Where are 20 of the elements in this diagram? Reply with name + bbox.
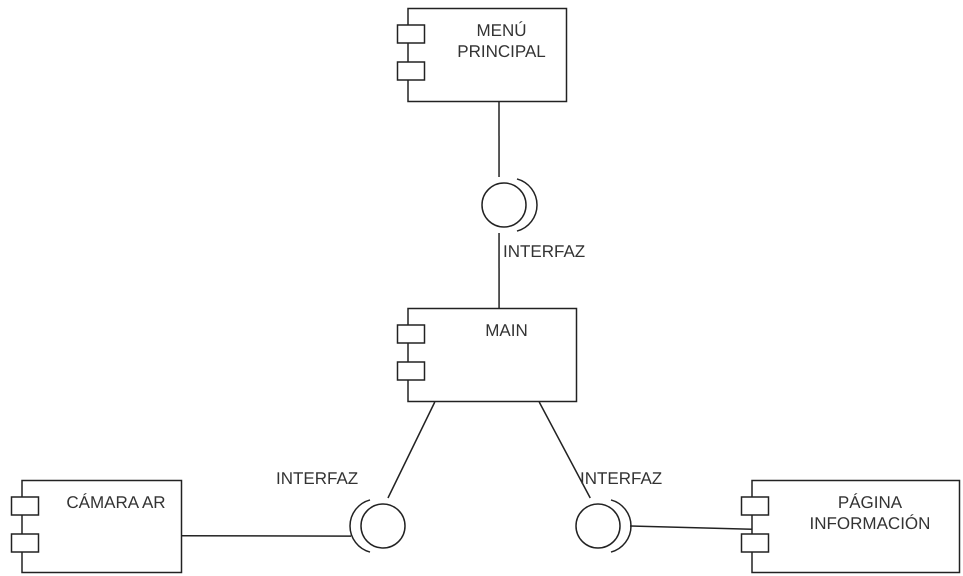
component-name: PÁGINA INFORMACIÓN — [808, 492, 932, 534]
component-box — [741, 480, 960, 573]
interface-label: INTERFAZ — [503, 242, 586, 262]
connector-line — [498, 233, 500, 308]
component-name: CÁMARA AR — [66, 492, 166, 513]
connector-line — [630, 525, 752, 530]
interface-label: INTERFAZ — [276, 469, 358, 489]
interface-symbol — [574, 498, 630, 554]
interface-label: INTERFAZ — [580, 469, 662, 489]
interface-symbol — [351, 498, 407, 554]
component-box — [11, 480, 182, 573]
interface-symbol — [480, 177, 536, 233]
connector-line — [538, 402, 591, 498]
component-box — [397, 308, 577, 402]
connector-line — [387, 402, 436, 498]
component-box — [397, 8, 567, 102]
connector-line — [498, 102, 500, 177]
connector-line — [182, 535, 351, 537]
component-name: MAIN — [484, 320, 529, 341]
component-name: MENÚ PRINCIPAL — [456, 20, 547, 62]
